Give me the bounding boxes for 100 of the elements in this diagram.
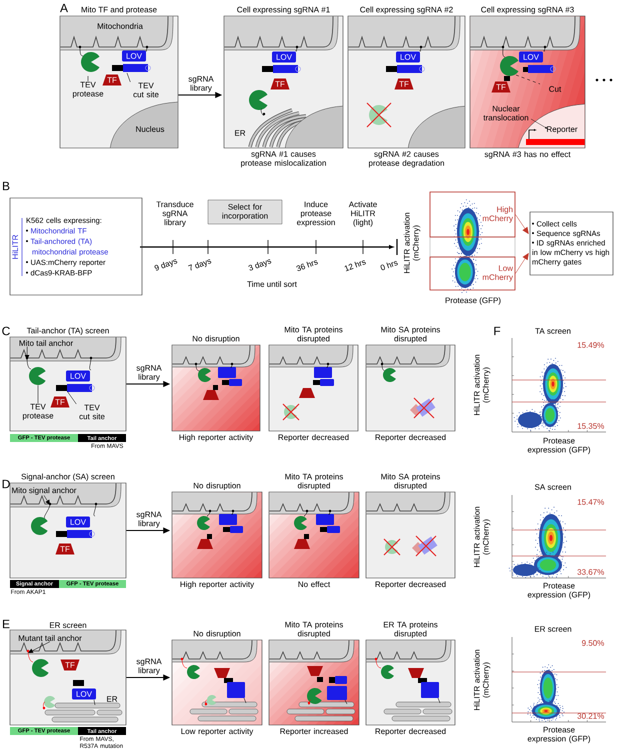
gate-percentage: 30.21% [577, 713, 604, 719]
panel-caption: High reporter activity [180, 581, 254, 589]
node-label: Mito SA proteins disrupted [381, 326, 440, 344]
panel-letter: F [494, 326, 500, 336]
node-label: ER TA proteins disrupted [384, 622, 438, 638]
gate-box: High mCherry [430, 192, 516, 238]
gate-percentage: 33.67% [577, 569, 604, 575]
tick-label: 3 days [248, 259, 272, 270]
structure-label: ER [107, 696, 118, 702]
node-label: No disruption [192, 336, 240, 344]
gate-percentage: 9.50% [582, 640, 604, 646]
structure-label: Nucleus [136, 126, 164, 132]
structure-label: Reporter [547, 126, 578, 134]
tick-label: 12 hrs [344, 260, 366, 272]
node-label: Mito SA proteins disrupted [381, 474, 440, 490]
axis-title: Time until sort [247, 281, 297, 287]
plot-title: TA screen [535, 328, 570, 334]
panel-letter: A [60, 4, 68, 12]
node-label: ER screen [50, 622, 86, 628]
node-label: No disruption [194, 630, 240, 638]
panel-letter: B [2, 182, 10, 190]
panel-caption: High reporter activity [180, 434, 254, 442]
node-label: Mito TA proteins disrupted [285, 622, 343, 638]
arrow [515, 214, 529, 234]
axis-title: HiLITR activation (mCherry) [474, 506, 490, 568]
tf-trapezoid: TF [102, 74, 122, 86]
edge-label: sgRNA library [136, 365, 162, 382]
panel-caption: Reporter decreased [376, 728, 446, 736]
leader-line [44, 495, 50, 505]
node-label: Mito TA proteins disrupted [285, 474, 343, 490]
tick-label: 7 days [188, 259, 212, 270]
lov-domain: LOV [272, 52, 296, 62]
structure-label: Mitochondria [98, 23, 143, 29]
axis-title: Protease expression (GFP) [528, 438, 590, 454]
node-label: Mito TF and protease [82, 6, 157, 14]
edge-label: sgRNA library [136, 658, 162, 675]
panel-caption: No effect [298, 581, 330, 588]
node-label: Cell expressing sgRNA #3 [481, 6, 574, 14]
step-label: Activate HiLITR (light) [348, 201, 377, 227]
axis-title: HiLITR activation (mCherry) [404, 212, 420, 274]
panel-caption: Reporter decreased [278, 434, 349, 442]
structure-label: Cut [549, 86, 562, 92]
axis-title: Protease expression (GFP) [528, 582, 590, 600]
lov-domain: LOV [66, 516, 90, 528]
step-label: Transduce sgRNA library [156, 201, 194, 227]
step-label: Induce protease expression [297, 201, 335, 227]
gate-box: Low mCherry [430, 256, 516, 290]
gate-percentage: 15.47% [578, 499, 604, 505]
panel-caption: Reporter increased [280, 728, 348, 736]
lov-domain: LOV [396, 52, 420, 62]
node-label: Mito TA proteins disrupted [284, 326, 342, 344]
vertical-label: HiLITR [12, 234, 18, 259]
node-label: No disruption [194, 482, 240, 490]
tick-label: 9 days [154, 259, 178, 270]
edge-label: sgRNA library [188, 76, 214, 92]
axis-title: HiLITR activation (mCherry) [474, 650, 490, 710]
leader-line [126, 72, 131, 82]
gate-percentage: 15.35% [578, 423, 604, 429]
arrow [515, 253, 529, 274]
lov-domain: LOV [122, 50, 146, 62]
callout-label: TEV cut site [133, 82, 159, 98]
tf-trapezoid: TF [270, 78, 290, 90]
panel-letter: D [2, 480, 10, 488]
tf-trapezoid: TF [56, 544, 74, 554]
node-label: Cell expressing sgRNA #2 [360, 6, 453, 14]
tf-trapezoid: TF [60, 660, 80, 670]
callout-label: Mito signal anchor [12, 487, 76, 495]
panel-caption: Low reporter activity [181, 728, 254, 736]
panel-letter: E [2, 620, 10, 628]
tick-label: 0 hrs [380, 261, 398, 270]
panel-caption: sgRNA #1 causes protease mislocalization [241, 151, 326, 168]
tf-trapezoid: TF [492, 82, 510, 92]
plot-title: ER screen [534, 626, 572, 632]
tf-trapezoid: TF [394, 78, 414, 90]
axis-title: HiLITR activation (mCherry) [474, 354, 490, 416]
gate-percentage: 15.49% [578, 342, 604, 348]
structure-label: Nuclear translocation [483, 106, 528, 120]
panel-caption: Reporter decreased [376, 434, 446, 442]
node-label: Cell expressing sgRNA #1 [237, 6, 330, 14]
leader-line [28, 641, 50, 653]
callout-label: TEV cut site [79, 404, 105, 420]
edge-label: sgRNA library [136, 512, 162, 528]
plot-title: SA screen [534, 484, 571, 490]
protease-icon [29, 367, 46, 385]
callout-label: TEV protease [22, 404, 54, 420]
node-label: Signal-anchor (SA) screen [21, 474, 114, 482]
structure-label: ER [235, 130, 246, 136]
axis-title: Protease expression (GFP) [528, 726, 590, 744]
callout-label: Mito tail anchor [20, 340, 73, 346]
panel-caption: Reporter decreased [376, 581, 446, 589]
tf-trapezoid: TF [50, 396, 70, 408]
step-box: Select for incorporation [208, 200, 282, 224]
linker-bar [56, 385, 67, 391]
node-label: Tail-anchor (TA) screen [26, 328, 109, 336]
lov-domain: LOV [72, 688, 96, 700]
panel-caption: sgRNA #2 causes protease degradation [368, 151, 444, 168]
panel-letter: C [2, 326, 10, 336]
leader-line [24, 346, 30, 360]
callout-label: Mutant tail anchor [18, 635, 82, 641]
callout-label: TEV protease [72, 82, 104, 98]
